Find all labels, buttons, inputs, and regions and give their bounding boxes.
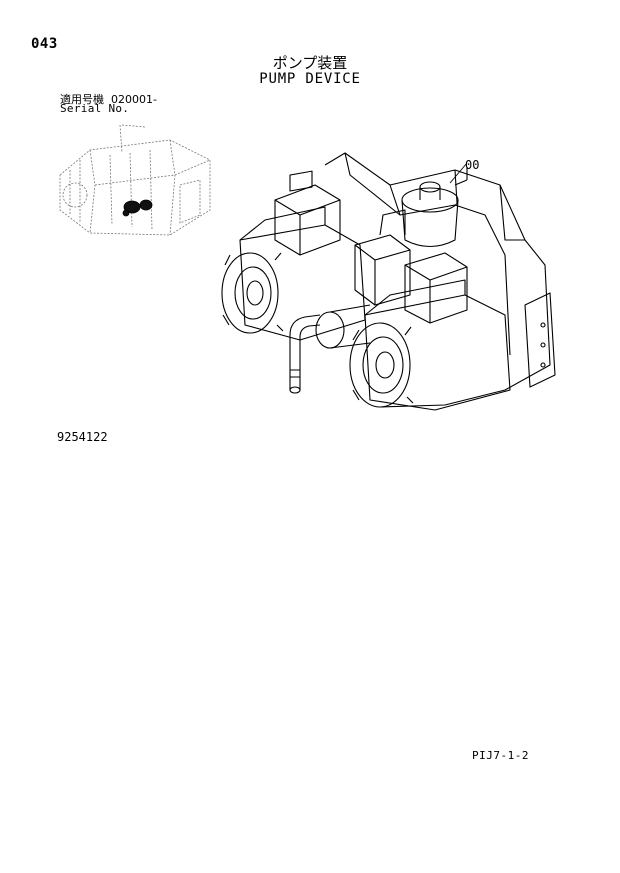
part-callout: 00: [465, 158, 480, 172]
serial-label-japanese: 適用号機 020001-: [60, 91, 157, 107]
excavator-overview-icon: [59, 124, 211, 236]
title-japanese: ポンプ装置: [272, 54, 348, 72]
page-number: 043: [31, 36, 58, 52]
serial-value: 020001-: [111, 93, 157, 106]
footer-code: PIJ7-1-2: [472, 749, 529, 762]
title-english: PUMP DEVICE: [259, 71, 361, 87]
serial-label-jp: 適用号機: [60, 93, 104, 106]
pump-device-drawing: [221, 152, 556, 411]
serial-label-english: Serial No.: [60, 102, 130, 115]
document-number: 9254122: [57, 430, 108, 444]
